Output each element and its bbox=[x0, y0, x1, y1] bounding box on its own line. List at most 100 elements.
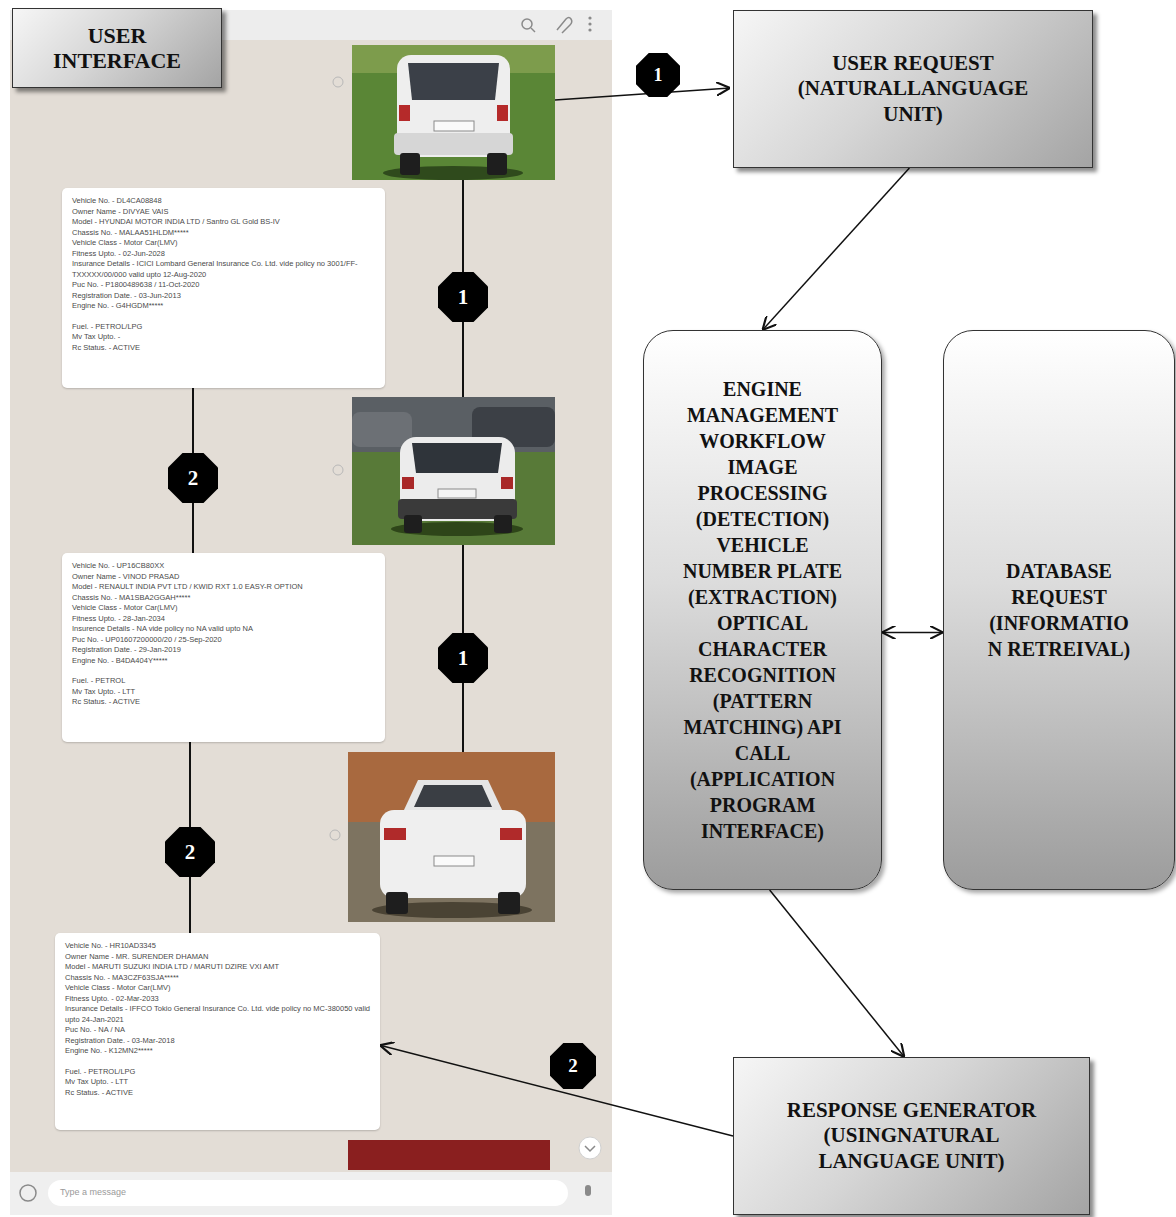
bumper bbox=[394, 133, 513, 155]
detail-line: Engine No. - K12MN2***** bbox=[65, 1046, 370, 1057]
grass bbox=[352, 397, 555, 545]
car-window bbox=[408, 63, 499, 100]
input-placeholder: Type a message bbox=[60, 1187, 126, 1197]
box-label: DATABASE REQUEST (INFORMATIO N RETREIVAL… bbox=[981, 558, 1137, 662]
mic-icon bbox=[585, 1185, 591, 1196]
process-box: USER REQUEST (NATURALLANGUAGE UNIT) bbox=[733, 10, 1093, 168]
car-photo bbox=[348, 752, 555, 922]
menu-icon bbox=[588, 28, 591, 31]
message-card: Vehicle No. - UP16CB80XXOwner Name - VIN… bbox=[62, 553, 385, 742]
detail-line: Fuel. - PETROL bbox=[72, 676, 375, 687]
tail-light bbox=[402, 477, 414, 489]
detail-line: Fitness Upto. - 28-Jan-2034 bbox=[72, 614, 375, 625]
forward-icon bbox=[330, 830, 340, 840]
detail-line: Vehicle No. - UP16CB80XX bbox=[72, 561, 375, 572]
detail-line: Vehicle No. - DL4CA08848 bbox=[72, 196, 375, 207]
detail-line: Vehicle Class - Motor Car(LMV) bbox=[72, 603, 375, 614]
detail-line: Registration Date. - 03-Jun-2013 bbox=[72, 291, 375, 302]
detail-line: Mv Tax Upto. - LTT bbox=[72, 687, 375, 698]
menu-icon bbox=[588, 16, 591, 19]
detail-line: Insurance Details - ICICI Lombard Genera… bbox=[72, 259, 375, 280]
detail-line: Fuel. - PETROL/LPG bbox=[65, 1067, 370, 1078]
tail-light bbox=[501, 477, 513, 489]
wheel bbox=[400, 153, 420, 175]
number-plate bbox=[438, 489, 476, 498]
car-roof bbox=[403, 780, 503, 812]
connector-group bbox=[380, 168, 943, 1136]
tail-light bbox=[384, 828, 406, 840]
callout-number: 2 bbox=[165, 827, 215, 877]
process-box: ENGINE MANAGEMENT WORKFLOW IMAGE PROCESS… bbox=[643, 330, 882, 890]
detail-line: Puc No. - UP01607200000/20 / 25-Sep-2020 bbox=[72, 635, 375, 646]
detail-line: Fitness Upto. - 02-Mar-2033 bbox=[65, 994, 370, 1005]
search-icon bbox=[522, 19, 532, 29]
detail-line: Fuel. - PETROL/LPG bbox=[72, 322, 375, 333]
car-body bbox=[380, 810, 526, 898]
callout-number: 1 bbox=[636, 53, 680, 97]
number-plate bbox=[434, 856, 474, 866]
detail-line: Registration Date. - 03-Mar-2018 bbox=[65, 1036, 370, 1047]
callout-number: 1 bbox=[438, 633, 488, 683]
tail-light bbox=[497, 105, 508, 121]
process-box: RESPONSE GENERATOR (USINGNATURAL LANGUAG… bbox=[733, 1057, 1090, 1215]
detail-line: Insurence Details - NA vide policy no NA… bbox=[72, 624, 375, 635]
box-label: USER INTERFACE bbox=[38, 23, 196, 74]
detail-line: Owner Name - DIVYAE VAIS bbox=[72, 207, 375, 218]
tail-light bbox=[500, 828, 522, 840]
detail-line: Rc Status. - ACTIVE bbox=[65, 1088, 370, 1099]
detail-line: Vehicle Class - Motor Car(LMV) bbox=[65, 983, 370, 994]
chat-background bbox=[10, 10, 612, 1215]
input-field bbox=[48, 1180, 568, 1206]
scroll-button bbox=[579, 1137, 601, 1159]
wheel bbox=[498, 892, 520, 914]
callout-number: 2 bbox=[550, 1043, 596, 1089]
wheel bbox=[404, 515, 422, 533]
box-label: ENGINE MANAGEMENT WORKFLOW IMAGE PROCESS… bbox=[674, 376, 851, 844]
message-card: Vehicle No. - DL4CA08848Owner Name - DIV… bbox=[62, 188, 385, 388]
detail-line: Rc Status. - ACTIVE bbox=[72, 343, 375, 354]
wheel bbox=[487, 153, 507, 175]
car-photo bbox=[348, 1140, 550, 1170]
detail-line: Model - RENAULT INDIA PVT LTD / KWID RXT… bbox=[72, 582, 375, 593]
detail-line: Chassis No. - MA1SBA2GGAH***** bbox=[72, 593, 375, 604]
box-label: RESPONSE GENERATOR (USINGNATURAL LANGUAG… bbox=[772, 1098, 1051, 1174]
detail-line: Owner Name - MR. SURENDER DHAMAN bbox=[65, 952, 370, 963]
car-window bbox=[414, 785, 492, 807]
grass bbox=[352, 45, 555, 180]
detail-line: Model - MARUTI SUZUKI INDIA LTD / MARUTI… bbox=[65, 962, 370, 973]
forward-icon bbox=[333, 465, 343, 475]
detail-line: Vehicle No. - HR10AD3345 bbox=[65, 941, 370, 952]
detail-line: Puc No. - NA / NA bbox=[65, 1025, 370, 1036]
detail-line: Mv Tax Upto. - bbox=[72, 332, 375, 343]
forward-icon bbox=[333, 77, 343, 87]
detail-line: Model - HYUNDAI MOTOR INDIA LTD / Santro… bbox=[72, 217, 375, 228]
message-card: Vehicle No. - HR10AD3345Owner Name - MR.… bbox=[55, 933, 380, 1130]
search-icon bbox=[531, 28, 535, 32]
detail-line: Owner Name - VINOD PRASAD bbox=[72, 572, 375, 583]
detail-line: Rc Status. - ACTIVE bbox=[72, 697, 375, 708]
detail-line: Mv Tax Upto. - LTT bbox=[65, 1077, 370, 1088]
car-photo bbox=[352, 397, 555, 545]
detail-line: Chassis No. - MALAA51HLDM***** bbox=[72, 228, 375, 239]
flow-arrow bbox=[882, 632, 943, 634]
detail-line: Vehicle Class - Motor Car(LMV) bbox=[72, 238, 375, 249]
title-box: USER INTERFACE bbox=[12, 8, 222, 88]
box-label: USER REQUEST (NATURALLANGUAGE UNIT) bbox=[794, 51, 1032, 127]
detail-line: Fitness Upto. - 02-Jun-2028 bbox=[72, 249, 375, 260]
input-bar bbox=[10, 1172, 612, 1215]
detail-line: Engine No. - B4DA404Y***** bbox=[72, 656, 375, 667]
number-plate bbox=[434, 121, 474, 131]
car-photo bbox=[352, 45, 555, 180]
parked-cars bbox=[352, 412, 412, 447]
detail-line: Puc No. - P1800489638 / 11-Oct-2020 bbox=[72, 280, 375, 291]
emoji-icon bbox=[20, 1185, 36, 1201]
detail-line: Engine No. - G4HGDM***** bbox=[72, 301, 375, 312]
car-window bbox=[412, 443, 502, 473]
detail-line: Insurance Details - IFFCO Tokio General … bbox=[65, 1004, 370, 1025]
ground bbox=[348, 752, 555, 922]
flow-arrow bbox=[770, 890, 905, 1057]
detail-line: Registration Date. - 29-Jan-2019 bbox=[72, 645, 375, 656]
callout-number: 2 bbox=[168, 453, 218, 503]
